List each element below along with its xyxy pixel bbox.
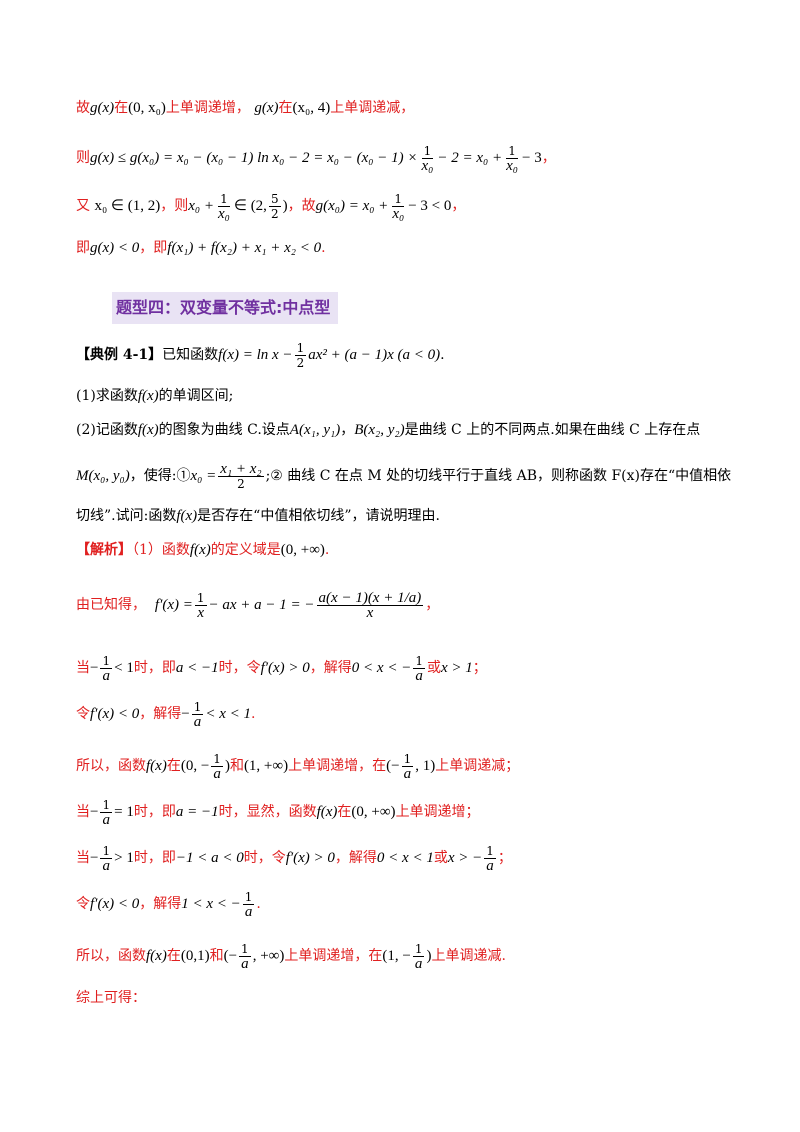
proof-line-2: 则g(x) ≤ g(x₀) = x₀ − (x₀ − 1) ln x₀ − 2 … [76,143,556,174]
solution-line-1: 【解析】（1）函数f(x)的定义域是(0, +∞). [76,542,330,558]
proof-line-4: 即g(x) < 0，即f(x₁) + f(x₂) + x₁ + x₂ < 0. [76,240,326,256]
fraction: a(x − 1)(x + 1/a)x [316,589,424,621]
question-2-line-1: (2)记函数f(x)的图象为曲线 C.设点A(x₁, y₁)，B(x₂, y₂)… [76,422,701,438]
solution-line-10: 综上可得： [76,990,146,1006]
section-heading: 题型四：双变量不等式:中点型 [112,292,338,324]
question-2-line-3: 切线”.试问:函数f(x)是否存在“中值相依切线”，请说明理由. [76,508,440,524]
question-1: (1)求函数f(x)的单调区间; [76,388,234,404]
proof-line-1: 故g(x)在(0, x₀)上单调递增， g(x)在(x₀, 4)上单调递减， [76,100,415,116]
